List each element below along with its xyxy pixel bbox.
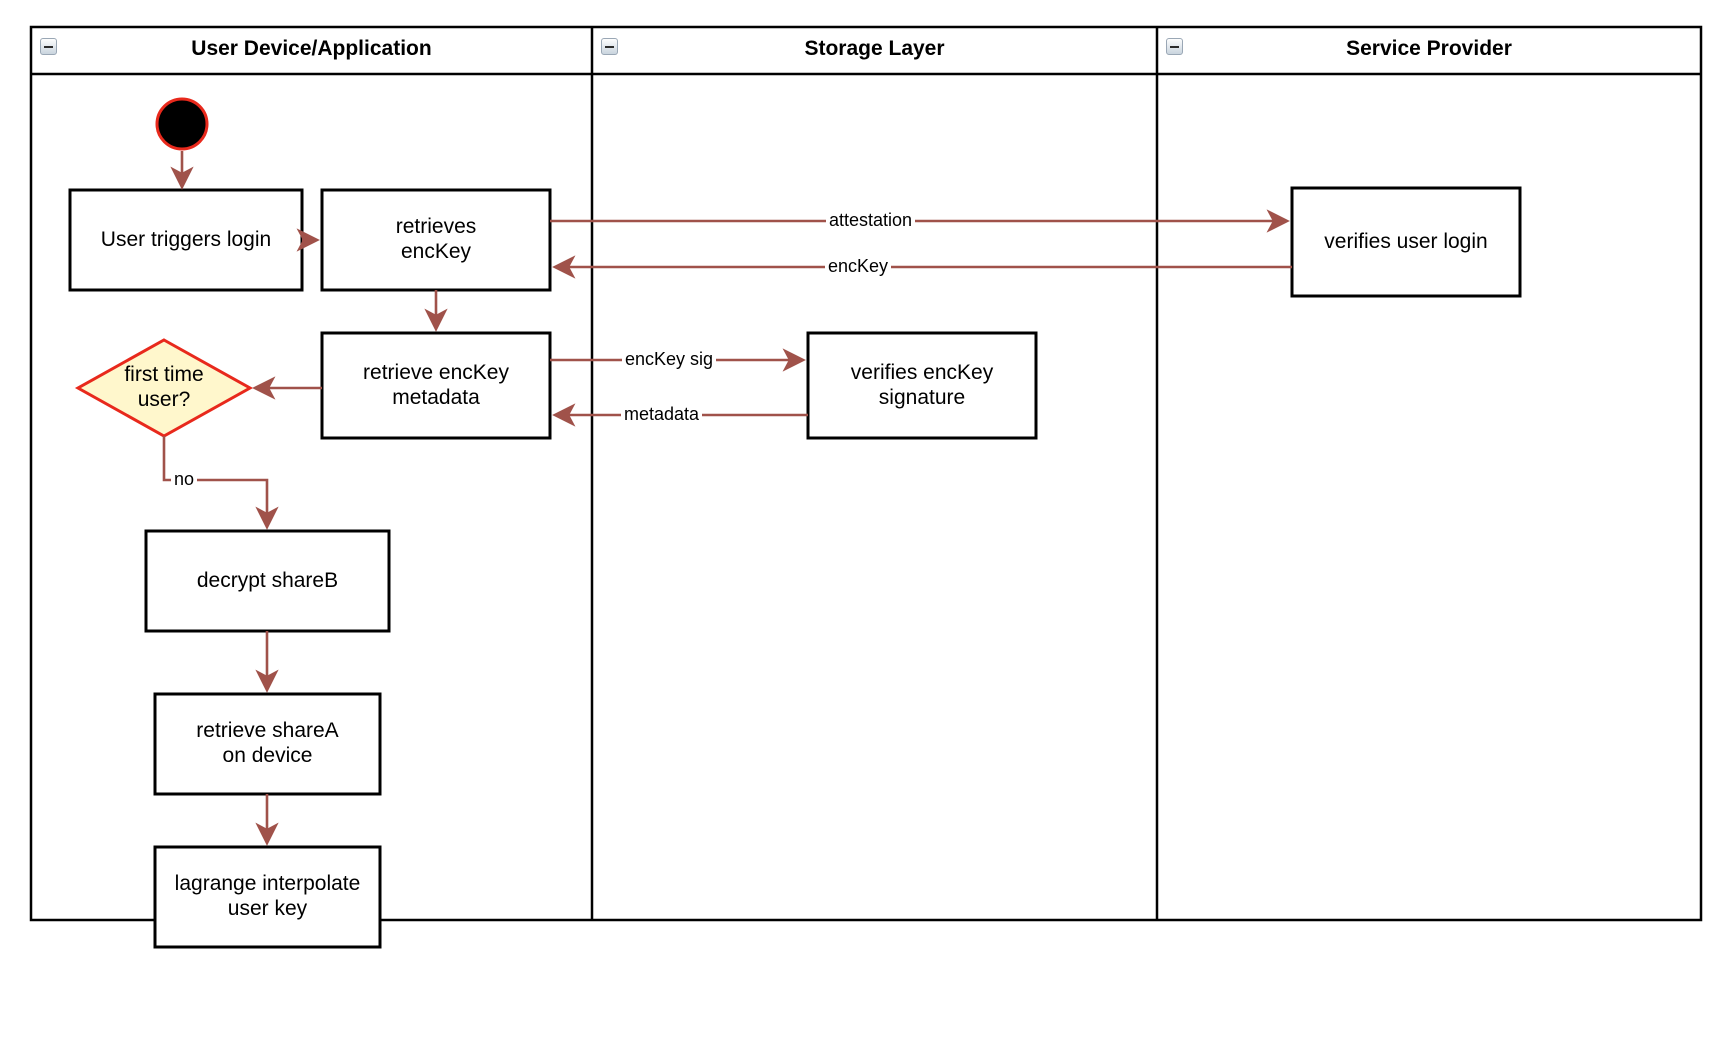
edge-label-metadata: metadata — [621, 405, 703, 423]
node-lagrange-interpolate-shape — [153, 845, 382, 949]
collapse-minus-icon-storage-layer[interactable] — [601, 38, 618, 55]
start-node-circle — [155, 97, 209, 151]
node-user-triggers-login-shape — [68, 188, 304, 292]
edge-label-enckey: encKey — [825, 257, 892, 275]
edge-decision-to-decrypt — [162, 436, 279, 530]
collapse-minus-icon-user-device[interactable] — [40, 38, 57, 55]
collapse-minus-icon-service-provider[interactable] — [1166, 38, 1183, 55]
lane-title-storage-layer: Storage Layer — [804, 37, 945, 60]
node-verifies-user-login-shape — [1290, 186, 1522, 298]
node-shapes — [68, 97, 1522, 949]
node-retrieves-enckey-shape — [320, 188, 552, 292]
node-retrieve-sharea-shape — [153, 692, 382, 796]
edge-label-attestation: attestation — [826, 211, 916, 229]
lane-title-service-provider: Service Provider — [1346, 37, 1512, 60]
node-verifies-enckey-signature-shape — [806, 331, 1038, 440]
node-decrypt-shareb-shape — [144, 529, 391, 633]
edge-label-no: no — [171, 470, 198, 488]
edge-label-enckey-sig: encKey sig — [622, 350, 717, 368]
lane-title-user-device: User Device/Application — [191, 37, 432, 60]
node-retrieve-enckey-metadata-shape — [320, 331, 552, 440]
